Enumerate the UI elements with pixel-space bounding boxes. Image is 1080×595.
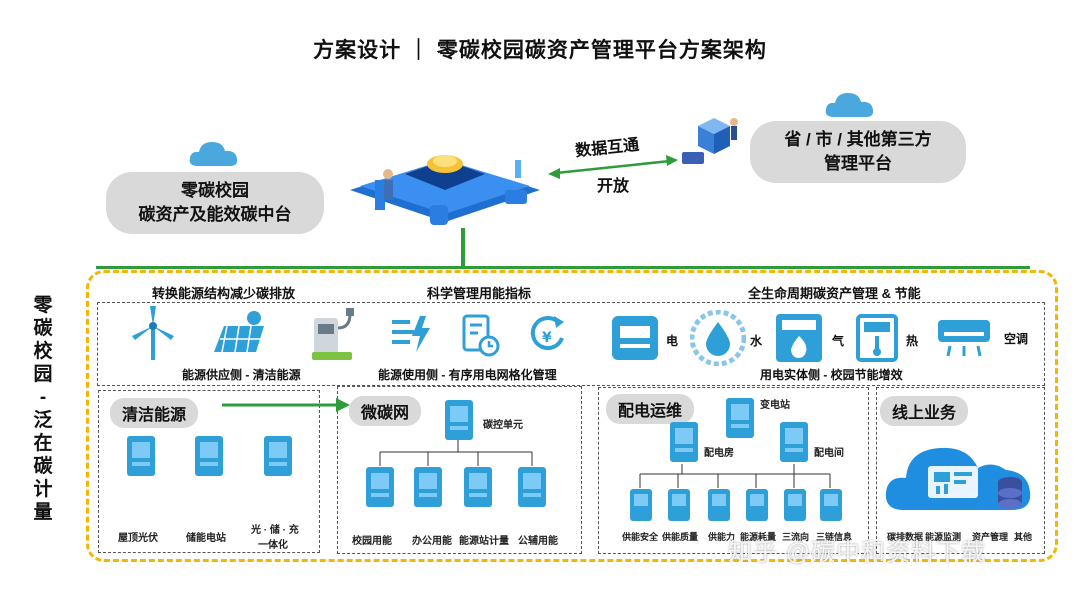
utility-water-label: 水 — [750, 334, 763, 348]
cabinet-icon — [726, 398, 754, 438]
cabinet-icon — [264, 436, 292, 476]
utility-elec-label: 电 — [666, 334, 679, 348]
micro-item-campus: 校园用能 — [352, 536, 392, 547]
bidirectional-arrow-icon — [548, 155, 678, 179]
top-icon-box — [97, 302, 1045, 386]
online-item-other: 其他 — [1014, 532, 1033, 542]
power-lines-icon — [392, 316, 430, 352]
dist-station-label: 变电站 — [760, 400, 790, 411]
dist-tree-lines — [639, 464, 831, 488]
dist-item-quality: 供能质量 — [662, 532, 699, 542]
server-node-icon — [682, 118, 738, 164]
cabinet-icon — [746, 489, 768, 521]
link-label-2: 开放 — [597, 178, 630, 195]
header-lifecycle: 全生命周期碳资产管理 & 节能 — [748, 286, 921, 301]
solar-panel-icon — [214, 311, 264, 353]
yuan-cycle-icon: ¥ — [530, 316, 564, 351]
cabinet-icon — [708, 489, 730, 521]
cabinet-icon — [668, 489, 690, 521]
caption-usage-side: 能源使用侧 - 有序用电网格化管理 — [378, 368, 557, 382]
dist-room2-label: 配电间 — [814, 448, 844, 459]
watermark: 知乎 @碳中和资料下载 — [728, 539, 987, 566]
arrow-right-icon — [222, 398, 350, 412]
side-label: 零 碳 校 园 - 泛 在 碳 计 量 — [33, 295, 53, 523]
air-conditioner-icon — [938, 320, 990, 357]
cabinet-icon — [670, 422, 698, 462]
cabinet-icon — [127, 436, 155, 476]
micro-item-aux: 公辅用能 — [518, 536, 558, 547]
online-item-carbon: 碳排数据 — [887, 532, 924, 542]
dist-item-capacity: 供能力 — [708, 532, 736, 542]
micro-grid-title: 微碳网 — [349, 396, 422, 426]
electric-meter-icon — [612, 316, 658, 360]
online-item-asset: 资产管理 — [972, 532, 1009, 542]
clean-item-pv-storage-charge-2: 一体化 — [258, 540, 288, 551]
utility-gas-label: 气 — [832, 334, 845, 348]
cabinet-icon — [464, 467, 492, 507]
cabinet-icon — [518, 467, 546, 507]
micro-item-station: 能源站计量 — [459, 536, 509, 547]
cabinet-icon — [784, 489, 806, 521]
micro-root-label: 碳控单元 — [483, 420, 523, 431]
micro-tree-lines — [379, 440, 533, 466]
gas-meter-icon — [776, 314, 822, 362]
cabinet-icon — [414, 467, 442, 507]
utility-ac-label: 空调 — [1004, 332, 1029, 346]
clean-item-pv-storage-charge-1: 光 · 储 · 充 — [251, 525, 299, 536]
wind-turbine-icon — [132, 306, 174, 360]
dist-item-consumption: 能源耗量 — [740, 532, 777, 542]
horizontal-connector — [96, 266, 1030, 269]
water-drop-icon — [690, 310, 746, 366]
header-energy-structure: 转换能源结构减少碳排放 — [152, 286, 296, 301]
dist-room-label: 配电房 — [704, 448, 734, 459]
cabinet-icon — [630, 489, 652, 521]
svg-text:¥: ¥ — [542, 330, 552, 346]
platform-right-pill: 省 / 市 / 其他第三方 管理平台 — [750, 121, 966, 183]
clean-item-storage: 储能电站 — [186, 533, 226, 544]
cloud-service-icon — [885, 447, 1031, 510]
cabinet-icon — [366, 467, 394, 507]
cabinet-icon — [780, 422, 808, 462]
central-platform-icon — [350, 155, 540, 225]
dist-item-chain: 三链信息 — [816, 532, 853, 542]
dist-item-flow: 三流向 — [782, 532, 810, 542]
clean-energy-title: 清洁能源 — [110, 398, 199, 428]
heat-meter-icon — [856, 314, 898, 362]
page-title: 方案设计 ｜ 零碳校园碳资产管理平台方案架构 — [313, 39, 767, 62]
dist-item-safety: 供能安全 — [622, 532, 659, 542]
cabinet-icon — [820, 489, 842, 521]
distribution-box — [598, 387, 869, 554]
header-energy-metrics: 科学管理用能指标 — [427, 286, 532, 301]
online-title: 线上业务 — [880, 396, 969, 426]
platform-left-pill: 零碳校园 碳资产及能效碳中台 — [106, 172, 324, 234]
cloud-icon — [825, 93, 874, 117]
online-box — [876, 387, 1045, 554]
distribution-title: 配电运维 — [606, 394, 695, 424]
caption-supply-side: 能源供应侧 - 清洁能源 — [182, 368, 301, 382]
online-item-monitor: 能源监测 — [925, 532, 962, 542]
charging-station-icon — [312, 308, 354, 360]
micro-grid-box — [337, 386, 582, 554]
cloud-icon — [189, 142, 238, 166]
clean-item-pv: 屋顶光伏 — [118, 533, 158, 544]
document-clock-icon — [462, 314, 500, 357]
cabinet-icon — [195, 436, 223, 476]
outer-frame — [86, 270, 1058, 562]
utility-heat-label: 热 — [906, 334, 919, 348]
vertical-connector — [461, 228, 465, 268]
caption-entity-side: 用电实体侧 - 校园节能增效 — [760, 368, 903, 382]
micro-item-office: 办公用能 — [412, 536, 452, 547]
clean-energy-box — [98, 390, 320, 553]
cabinet-icon — [445, 400, 473, 440]
